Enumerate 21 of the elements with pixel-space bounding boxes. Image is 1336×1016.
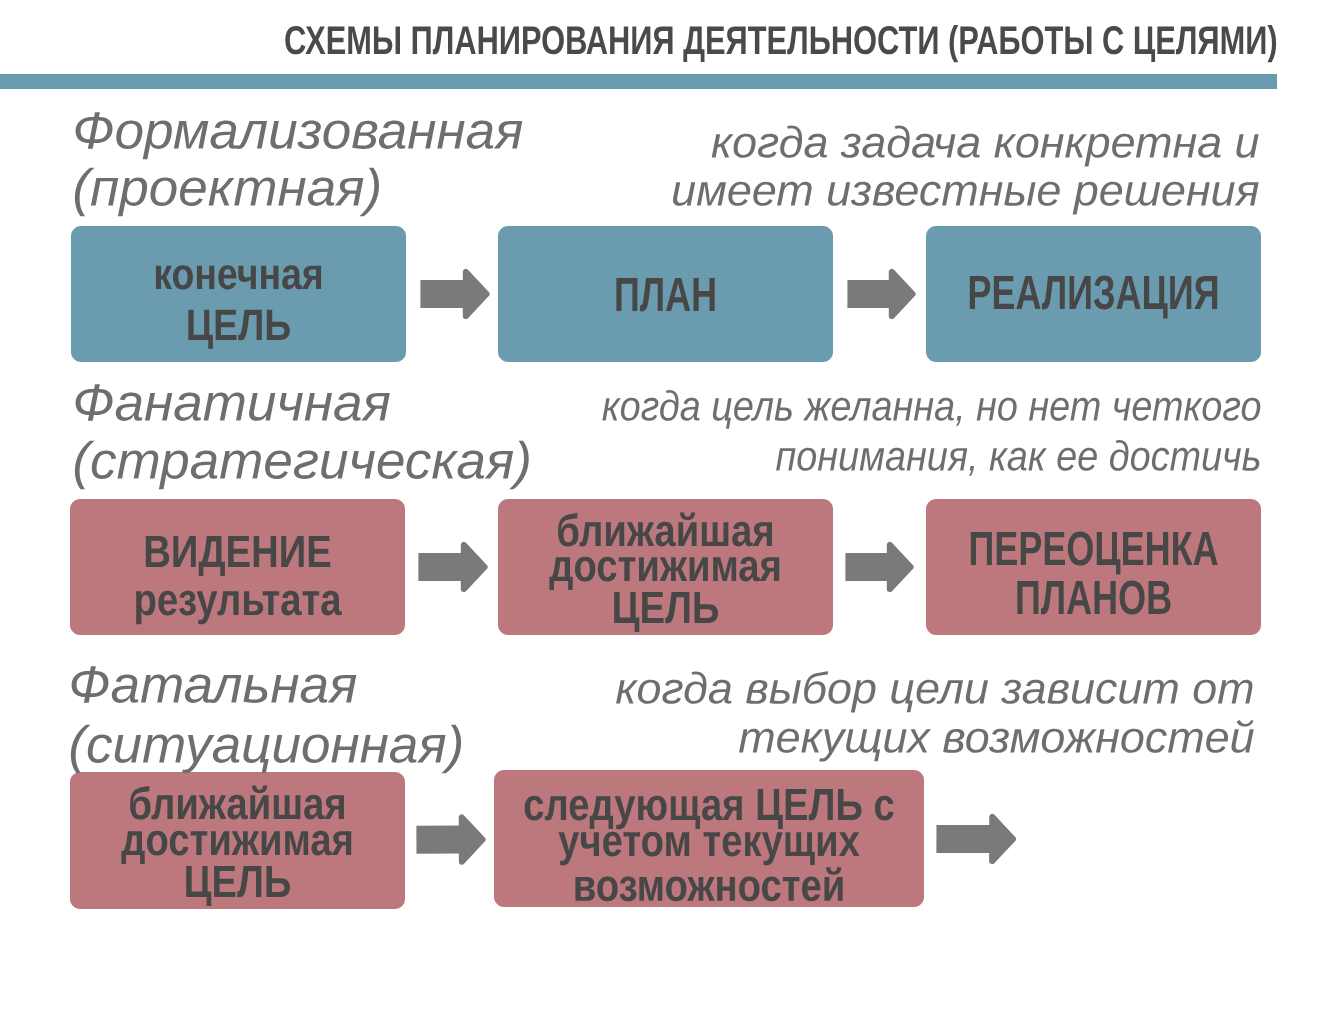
block-arrow	[847, 268, 916, 320]
condition-text: когда выбор цели зависит от текущих возможностей	[616, 671, 1254, 762]
step-box: конечная ЦЕЛЬ	[71, 226, 406, 362]
condition-text: когда цель желанна, но нет четкого понимания, как ее достичь	[602, 389, 1261, 476]
section-heading: Фатальная (ситуационная)	[70, 666, 462, 774]
step-box: ПЕРЕОЦЕНКА ПЛАНОВ	[926, 499, 1261, 635]
title: СХЕМЫ ПЛАНИРОВАНИЯ ДЕЯТЕЛЬНОСТИ (РАБОТЫ С ЦЕЛЯМИ)	[0, 25, 1277, 89]
step-box: ближайшая достижимая ЦЕЛЬ	[70, 772, 405, 909]
step-box: ближайшая достижимая ЦЕЛЬ	[498, 499, 833, 635]
step-box: РЕАЛИЗАЦИЯ	[926, 226, 1261, 362]
block-arrow	[936, 813, 1016, 865]
block-arrow	[845, 541, 914, 593]
step-box: ВИДЕНИЕ результата	[70, 499, 405, 635]
block-arrow	[418, 541, 488, 593]
section-heading: Формализованная (проектная)	[74, 112, 523, 217]
block-arrow	[420, 268, 490, 320]
condition-text: когда задача конкретна и имеет известные решения	[673, 125, 1259, 215]
step-box: ПЛАН	[498, 226, 833, 362]
block-arrow	[416, 814, 486, 865]
step-box: следующая ЦЕЛЬ с учетом текущих возможностей	[494, 770, 924, 907]
section-heading: Фанатичная (стратегическая)	[74, 384, 529, 490]
